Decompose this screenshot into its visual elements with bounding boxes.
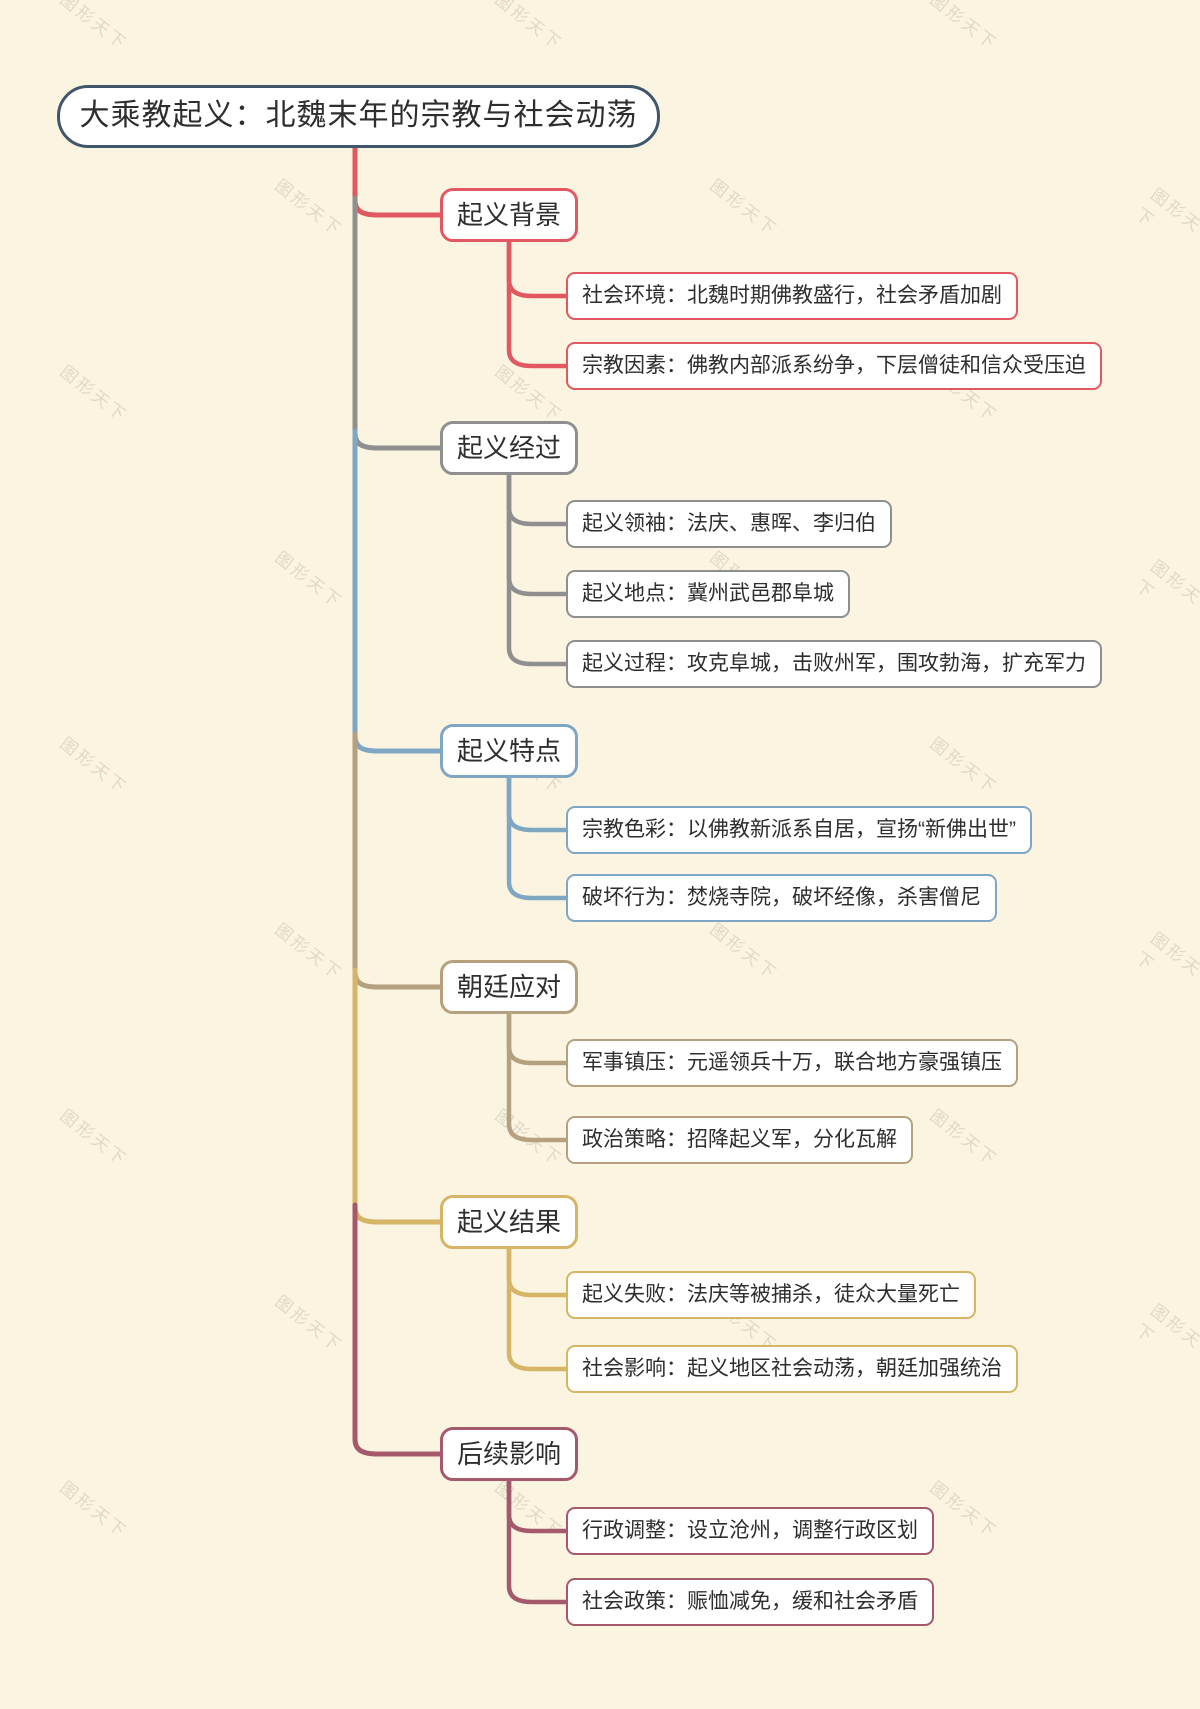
trunk-segment-tan bbox=[352, 731, 443, 990]
watermark-text: 图形天下 bbox=[271, 547, 347, 613]
connector-child bbox=[506, 773, 569, 901]
connector-child bbox=[506, 470, 569, 597]
subtopic-node-social-policy[interactable]: 社会政策：赈恤减免，缓和社会矛盾 bbox=[566, 1578, 934, 1626]
watermark-text: 图形天下 bbox=[271, 919, 347, 985]
subtopic-node-religious-factors[interactable]: 宗教因素：佛教内部派系纷争，下层僧徒和信众受压迫 bbox=[566, 342, 1102, 390]
branch-node-aftermath[interactable]: 后续影响 bbox=[440, 1427, 578, 1481]
watermark-text: 图形天下 bbox=[56, 733, 132, 799]
watermark-text: 图形天下 bbox=[926, 1105, 1002, 1171]
connector-child bbox=[506, 1476, 569, 1605]
watermark-text: 图形天下 bbox=[926, 1477, 1002, 1543]
subtopic-node-administrative-adjustment[interactable]: 行政调整：设立沧州，调整行政区划 bbox=[566, 1507, 934, 1555]
subtopic-node-social-impact[interactable]: 社会影响：起义地区社会动荡，朝廷加强统治 bbox=[566, 1345, 1018, 1393]
branch-node-background[interactable]: 起义背景 bbox=[440, 188, 578, 242]
subtopic-node-leaders[interactable]: 起义领袖：法庆、惠晖、李归伯 bbox=[566, 500, 892, 548]
watermark-text: 图形天下 bbox=[1131, 184, 1200, 237]
watermark-text: 图形天下 bbox=[271, 1291, 347, 1357]
connector-child bbox=[506, 237, 569, 299]
watermark-text: 图形天下 bbox=[1131, 1300, 1200, 1353]
subtopic-node-failure[interactable]: 起义失败：法庆等被捕杀，徒众大量死亡 bbox=[566, 1271, 976, 1319]
watermark-text: 图形天下 bbox=[491, 361, 567, 427]
watermark-text: 图形天下 bbox=[56, 1477, 132, 1543]
trunk-segment-maroon bbox=[352, 1202, 443, 1457]
watermark-text: 图形天下 bbox=[1131, 928, 1200, 981]
watermark-text: 图形天下 bbox=[56, 1105, 132, 1171]
subtopic-node-location[interactable]: 起义地点：冀州武邑郡阜城 bbox=[566, 570, 850, 618]
connector-child bbox=[506, 1244, 569, 1298]
subtopic-node-religious-color[interactable]: 宗教色彩：以佛教新派系自居，宣扬“新佛出世” bbox=[566, 806, 1032, 854]
watermark-text: 图形天下 bbox=[706, 175, 782, 241]
trunk-segment-gray bbox=[352, 195, 443, 451]
connector-child bbox=[506, 470, 569, 667]
connector-child bbox=[506, 1009, 569, 1143]
branch-node-court-response[interactable]: 朝廷应对 bbox=[440, 960, 578, 1014]
watermark-text: 图形天下 bbox=[271, 175, 347, 241]
branch-node-features[interactable]: 起义特点 bbox=[440, 724, 578, 778]
watermark-text: 图形天下 bbox=[706, 919, 782, 985]
watermark-text: 图形天下 bbox=[1131, 556, 1200, 609]
connector-child bbox=[506, 1476, 569, 1534]
watermark-text: 图形天下 bbox=[491, 0, 567, 55]
connector-child bbox=[506, 470, 569, 527]
trunk-segment-blue bbox=[352, 428, 443, 754]
watermark-text: 图形天下 bbox=[56, 361, 132, 427]
connector-child bbox=[506, 237, 569, 369]
watermark-text: 图形天下 bbox=[491, 1105, 567, 1171]
watermark-text: 图形天下 bbox=[491, 1477, 567, 1543]
subtopic-node-military-suppression[interactable]: 军事镇压：元遥领兵十万，联合地方豪强镇压 bbox=[566, 1039, 1018, 1087]
watermark-text: 图形天下 bbox=[926, 0, 1002, 55]
connector-child bbox=[506, 1009, 569, 1066]
trunk-segment-red bbox=[352, 145, 443, 218]
trunk-segment-gold bbox=[352, 967, 443, 1225]
branch-node-result[interactable]: 起义结果 bbox=[440, 1195, 578, 1249]
watermark-text: 图形天下 bbox=[926, 733, 1002, 799]
root-topic-node[interactable]: 大乘教起义：北魏末年的宗教与社会动荡 bbox=[57, 85, 660, 148]
subtopic-node-social-environment[interactable]: 社会环境：北魏时期佛教盛行，社会矛盾加剧 bbox=[566, 272, 1018, 320]
branch-node-course[interactable]: 起义经过 bbox=[440, 421, 578, 475]
connector-child bbox=[506, 1244, 569, 1372]
connector-child bbox=[506, 773, 569, 833]
subtopic-node-process[interactable]: 起义过程：攻克阜城，击败州军，围攻勃海，扩充军力 bbox=[566, 640, 1102, 688]
subtopic-node-political-strategy[interactable]: 政治策略：招降起义军，分化瓦解 bbox=[566, 1116, 913, 1164]
watermark-text: 图形天下 bbox=[56, 0, 132, 55]
subtopic-node-destructive-acts[interactable]: 破坏行为：焚烧寺院，破坏经像，杀害僧尼 bbox=[566, 874, 997, 922]
